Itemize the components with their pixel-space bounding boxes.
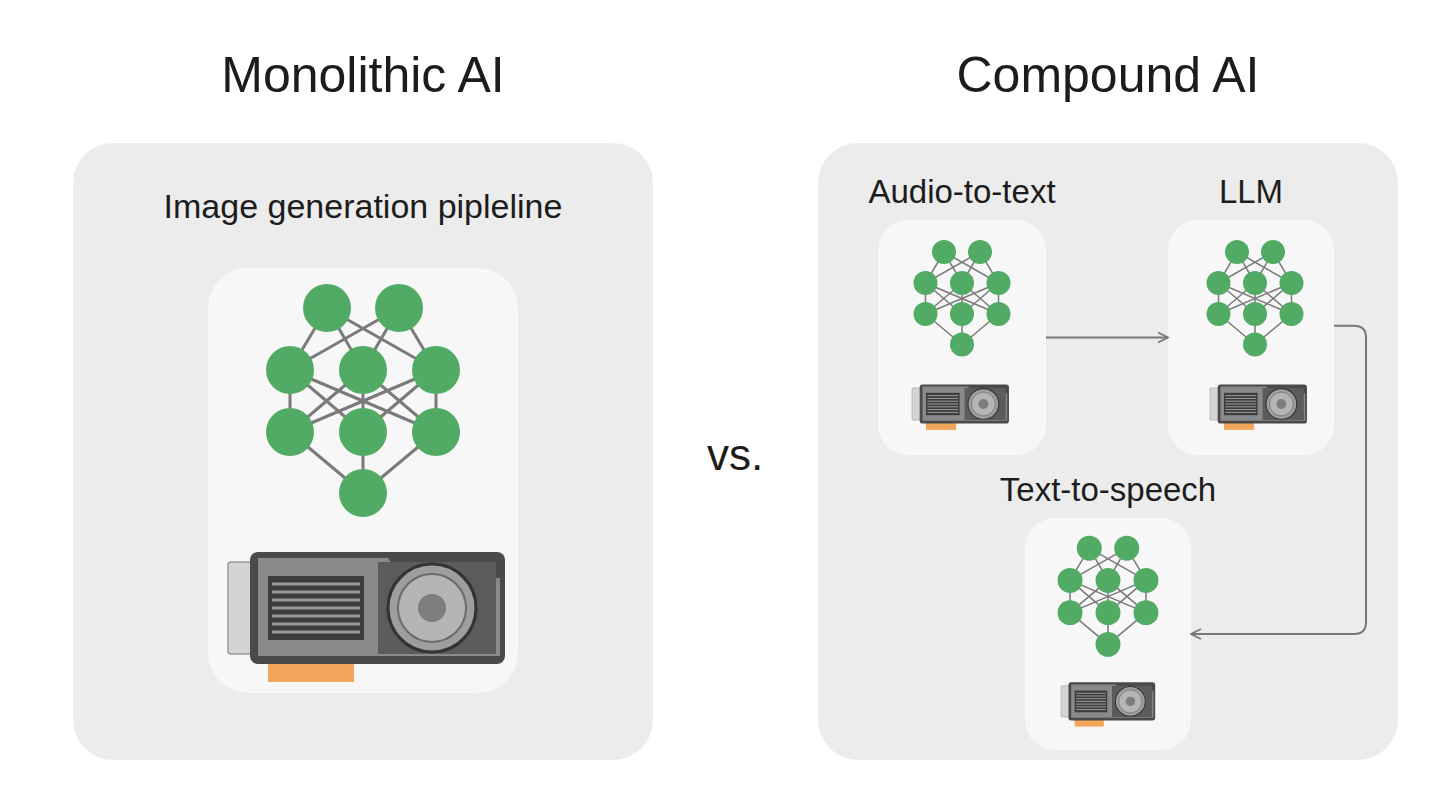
neural-net-icon	[266, 284, 460, 517]
section-title: Monolithic AI	[0, 45, 953, 105]
model-label: LLM	[868, 172, 1452, 212]
panel: Compound AIAudio-to-textLLMText-to-speec…	[818, 143, 1398, 760]
gpu-icon	[1061, 682, 1155, 726]
model-card: Text-to-speech	[1025, 518, 1191, 750]
neural-net-icon	[1207, 240, 1304, 357]
model-card: LLM	[1168, 220, 1334, 455]
model-label: Image generation pipleline	[0, 186, 818, 227]
gpu-icon	[912, 384, 1009, 430]
gpu-icon	[1210, 384, 1307, 430]
neural-net-icon	[914, 240, 1011, 357]
neural-net-icon	[1058, 536, 1159, 657]
section-title: Compound AI	[518, 45, 1452, 105]
model-card: Audio-to-text	[878, 220, 1046, 455]
gpu-icon	[228, 552, 505, 682]
model-label: Text-to-speech	[725, 470, 1452, 510]
versus-label: vs.	[675, 428, 795, 482]
flow-arrow	[1046, 337, 1168, 339]
flow-arrow	[1191, 326, 1366, 634]
model-card: Image generation pipleline	[208, 268, 518, 693]
panel: Monolithic AIImage generation pipleline	[73, 143, 653, 760]
